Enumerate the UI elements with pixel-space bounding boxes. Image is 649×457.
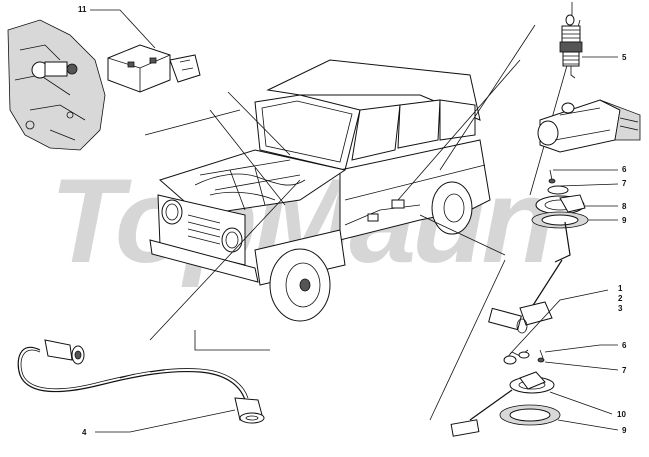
label-10: 10 xyxy=(617,410,626,419)
label-6a: 6 xyxy=(622,165,627,174)
engine-block-detail xyxy=(7,19,106,151)
callout-line-h xyxy=(194,330,270,351)
leader-6b xyxy=(544,344,618,353)
vehicle-body xyxy=(149,59,491,322)
sensor-switch-part-11 xyxy=(107,44,201,93)
callout-line-a xyxy=(144,109,241,136)
label-9b: 9 xyxy=(622,426,627,435)
leader-9b xyxy=(557,419,619,431)
label-7a: 7 xyxy=(622,179,627,188)
callout-line-g xyxy=(149,179,301,341)
label-11: 11 xyxy=(78,5,87,14)
label-6b: 6 xyxy=(622,341,627,350)
callout-line-e xyxy=(397,59,521,201)
spark-plug-part-5 xyxy=(559,2,583,79)
leader-7a xyxy=(559,183,619,187)
label-3: 3 xyxy=(618,304,623,313)
leader-4 xyxy=(95,409,236,433)
callout-line-f xyxy=(419,214,506,256)
leader-10 xyxy=(549,391,613,415)
callout-line-b xyxy=(209,109,286,206)
label-9a: 9 xyxy=(622,216,627,225)
leader-11 xyxy=(90,9,156,49)
label-2: 2 xyxy=(618,294,623,303)
speedometer-cable-part-4 xyxy=(17,339,265,424)
callout-line-c xyxy=(227,91,291,156)
label-4: 4 xyxy=(82,428,87,437)
starter-motor xyxy=(537,99,641,153)
fuel-sender-assembly-lower xyxy=(450,349,561,437)
fuel-sender-assembly-upper xyxy=(488,169,589,334)
leader-123 xyxy=(509,289,609,355)
label-7b: 7 xyxy=(622,366,627,375)
label-8: 8 xyxy=(622,202,627,211)
label-5: 5 xyxy=(622,53,627,62)
leader-7b xyxy=(544,361,619,371)
callout-line-i xyxy=(429,259,506,421)
label-1: 1 xyxy=(618,284,623,293)
